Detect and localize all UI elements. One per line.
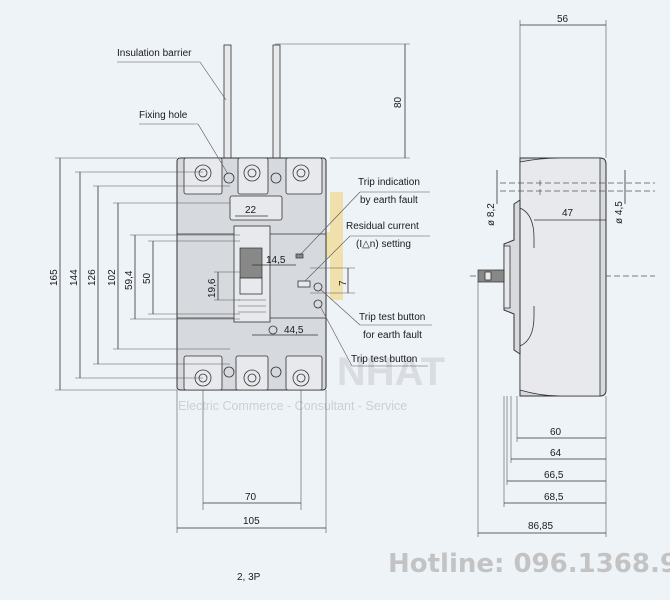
dim-105: 105 [243,516,260,527]
label-insulation-barrier: Insulation barrier [117,48,192,59]
dim-70: 70 [245,492,257,503]
hotline-watermark: Hotline: 096.1368.999 [388,549,670,579]
insulation-barrier-right [272,44,281,161]
label-trip-indication-2: by earth fault [360,195,418,206]
label-trip-test-earth-1: Trip test button [359,312,425,323]
trip-test-button [313,299,323,309]
front-callouts: Insulation barrier Fixing hole Trip indi… [117,48,432,367]
dim-side-66-5: 66,5 [544,470,564,481]
dim-165: 165 [49,269,60,286]
trip-test-button-earth [313,282,323,292]
side-dimensions: 56 ø 8,2 47 ø 4,5 60 64 66,5 68,5 86,85 [477,14,626,537]
dim-102: 102 [107,269,118,286]
bottom-terminals [183,355,323,391]
dim-side-47: 47 [562,208,574,219]
trip-indication [295,253,304,259]
dim-7: 7 [338,280,349,286]
top-terminals [183,157,323,195]
dim-side-d4-5: ø 4,5 [614,201,625,224]
side-view [470,157,655,397]
dim-22: 22 [245,205,257,216]
dim-126: 126 [87,269,98,286]
dim-50: 50 [142,272,153,284]
caption-poles: 2, 3P [237,572,261,583]
insulation-barrier-left [223,44,232,161]
dim-side-d8-2: ø 8,2 [486,203,497,226]
dim-side-86-85: 86,85 [528,521,553,532]
dim-side-68-5: 68,5 [544,492,564,503]
label-residual-current-1: Residual current [346,221,419,232]
dim-19-6: 19,6 [207,278,218,298]
watermark-tagline: Electric Commerce - Consultant - Service [178,399,407,413]
dim-side-56: 56 [557,14,569,25]
label-fixing-hole: Fixing hole [139,110,188,121]
residual-current-dial [297,280,311,288]
fixing-hole-top-right [270,172,282,184]
handle [239,247,263,279]
label-trip-test-button: Trip test button [351,354,417,365]
label-residual-current-2: (I△n) setting [356,239,411,250]
dim-144: 144 [69,269,80,286]
label-trip-test-earth-2: for earth fault [363,330,422,341]
dim-side-60: 60 [550,427,562,438]
dim-59-4: 59,4 [124,270,135,290]
dim-44-5: 44,5 [284,325,304,336]
dim-side-64: 64 [550,448,562,459]
nameplate-area [229,195,283,221]
dim-top-80: 80 [393,96,404,108]
label-trip-indication-1: Trip indication [358,177,420,188]
front-view [176,44,327,391]
front-dimensions: 80 165 144 126 102 59,4 50 19,6 22 [49,43,410,533]
fixing-hole-top-left [223,172,235,184]
dim-14-5: 14,5 [266,255,286,266]
